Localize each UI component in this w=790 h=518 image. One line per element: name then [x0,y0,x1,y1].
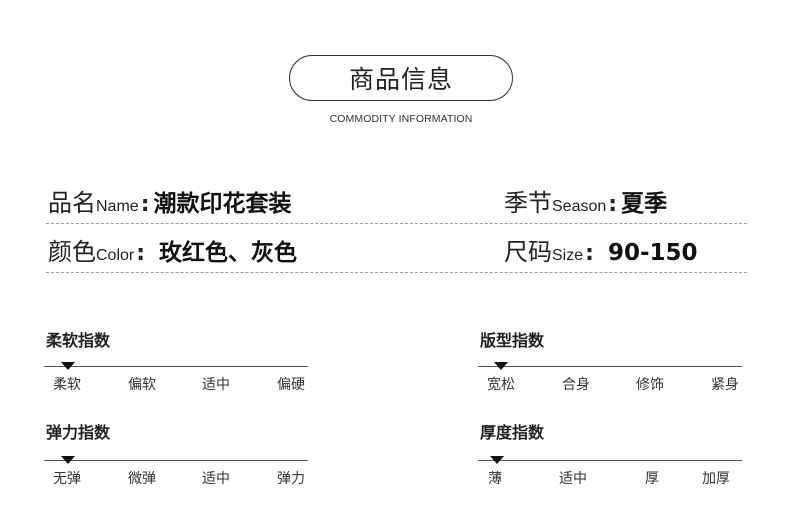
fit-scale-line [478,366,742,367]
fit-option: 修饰 [636,377,664,393]
fit-index-title: 版型指数 [480,331,545,350]
info-row-name-season: 品名Name:潮款印花套装 季节Season:夏季 [46,177,747,224]
softness-option: 柔软 [53,377,81,393]
info-row-color-size: 颜色Color:玫红色、灰色 尺码Size:90-150 [46,226,747,273]
elasticity-option: 无弹 [53,471,81,487]
season-colon: : [608,192,618,217]
softness-option: 适中 [202,377,230,393]
elasticity-index-title: 弹力指数 [46,423,111,442]
softness-scale-line [44,366,308,367]
color-field: 颜色Color: 玫红色、灰色 [48,232,297,267]
color-label-cn: 颜色 [48,238,96,266]
size-field: 尺码Size:90-150 [504,232,698,267]
season-value: 夏季 [621,191,668,217]
softness-option: 偏软 [128,377,156,393]
elasticity-scale-line [44,460,308,461]
season-label-cn: 季节 [504,189,552,217]
softness-option: 偏硬 [277,377,305,393]
fit-option: 紧身 [711,377,739,393]
color-colon: : [136,241,146,266]
size-label-cn: 尺码 [504,238,552,266]
name-label-cn: 品名 [48,189,96,217]
thickness-option: 适中 [559,471,587,487]
elasticity-option: 弹力 [277,471,305,487]
fit-marker-icon [494,362,508,370]
thickness-option: 加厚 [702,471,730,487]
name-field: 品名Name:潮款印花套装 [48,183,292,218]
name-value: 潮款印花套装 [153,191,292,217]
size-colon: : [585,241,594,266]
section-subtitle: COMMODITY INFORMATION [329,113,473,125]
color-label-en: Color [96,247,135,264]
softness-marker-icon [61,362,75,370]
thickness-option: 薄 [488,471,502,487]
season-field: 季节Season:夏季 [504,183,667,218]
season-label-en: Season [552,198,607,215]
size-label-en: Size [552,247,584,264]
thickness-marker-icon [490,456,504,464]
name-label-en: Name [96,198,139,215]
elasticity-marker-icon [61,456,75,464]
name-colon: : [140,192,150,217]
fit-option: 合身 [562,377,590,393]
color-value: 玫红色、灰色 [159,240,298,266]
thickness-option: 厚 [645,471,659,487]
thickness-index-title: 厚度指数 [480,423,545,442]
size-value: 90-150 [607,240,698,266]
fit-option: 宽松 [487,377,515,393]
thickness-scale-line [478,460,742,461]
softness-index-title: 柔软指数 [46,331,111,350]
section-title: 商品信息 [289,55,513,101]
elasticity-option: 适中 [202,471,230,487]
elasticity-option: 微弹 [128,471,156,487]
